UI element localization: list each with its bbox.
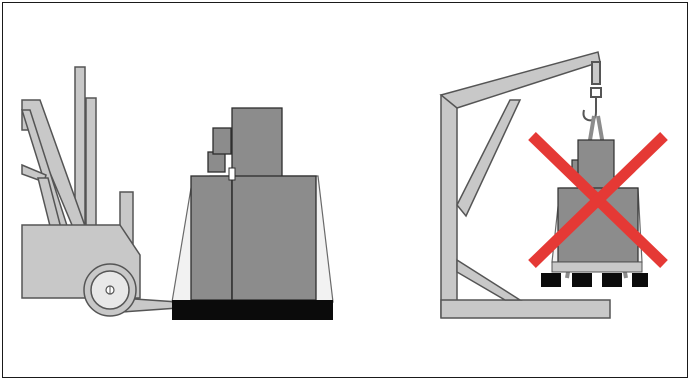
- forklift-panel: [20, 66, 334, 320]
- forklift-wheel: [83, 263, 137, 317]
- crane-hook: [582, 61, 602, 122]
- crane-panel: [439, 51, 668, 319]
- crane-brace: [456, 99, 522, 218]
- gantry-crane: [439, 51, 611, 319]
- cabinet-load-forklift: [171, 107, 334, 320]
- red-x-icon: [528, 132, 668, 268]
- crane-base: [440, 299, 611, 319]
- crane-base-brace: [456, 258, 523, 301]
- pallet: [172, 300, 333, 320]
- crane-post: [440, 94, 458, 318]
